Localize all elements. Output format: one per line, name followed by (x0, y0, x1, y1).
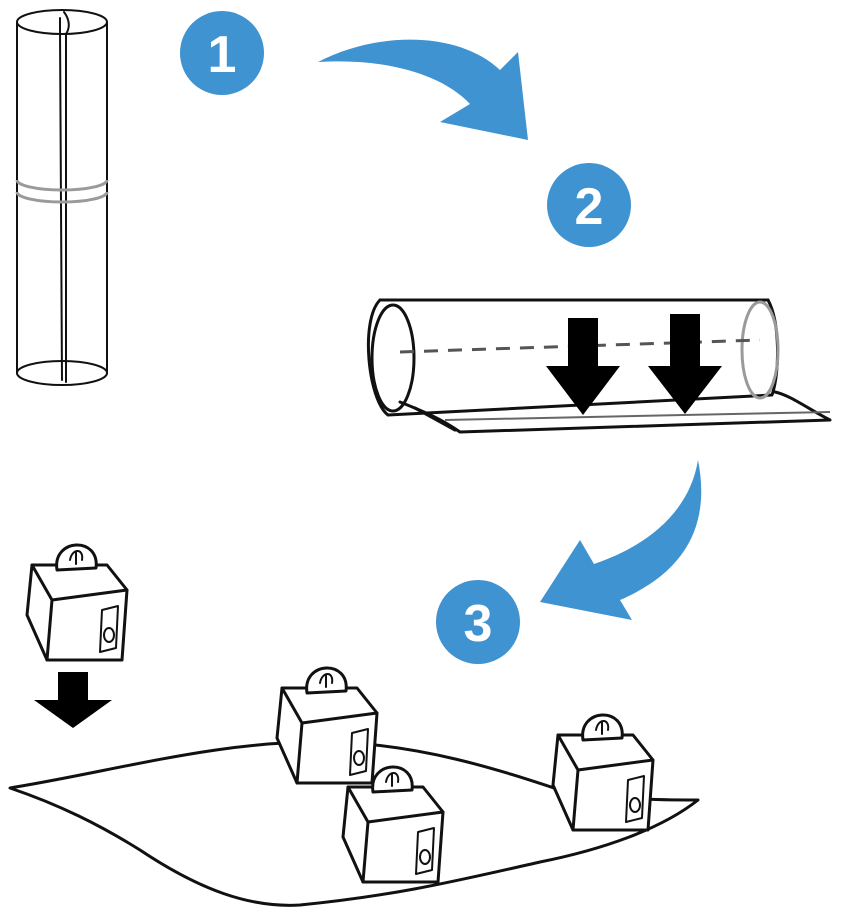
weight-block-icon (275, 666, 379, 785)
step-3-number: 3 (464, 595, 493, 653)
step-2-number: 2 (575, 178, 604, 236)
step-1-badge: 1 (180, 11, 264, 95)
rolled-film-tube-icon (15, 9, 109, 386)
step-2-badge: 2 (547, 163, 631, 247)
down-arrow-icon (648, 314, 722, 414)
down-arrow-icon (34, 672, 112, 728)
weight-block-icon (551, 713, 655, 832)
flow-arrow-2-to-3 (540, 460, 702, 620)
step-3-badge: 3 (436, 580, 520, 664)
step-1-circle (180, 11, 264, 95)
down-arrow-icon (546, 318, 620, 415)
step-3-circle (436, 580, 520, 664)
flow-arrow-1-to-2 (318, 39, 528, 140)
step-1-number: 1 (208, 26, 237, 84)
weight-block-icon (25, 543, 129, 662)
step-2-circle (547, 163, 631, 247)
unrolling-sheet-icon (366, 298, 832, 434)
